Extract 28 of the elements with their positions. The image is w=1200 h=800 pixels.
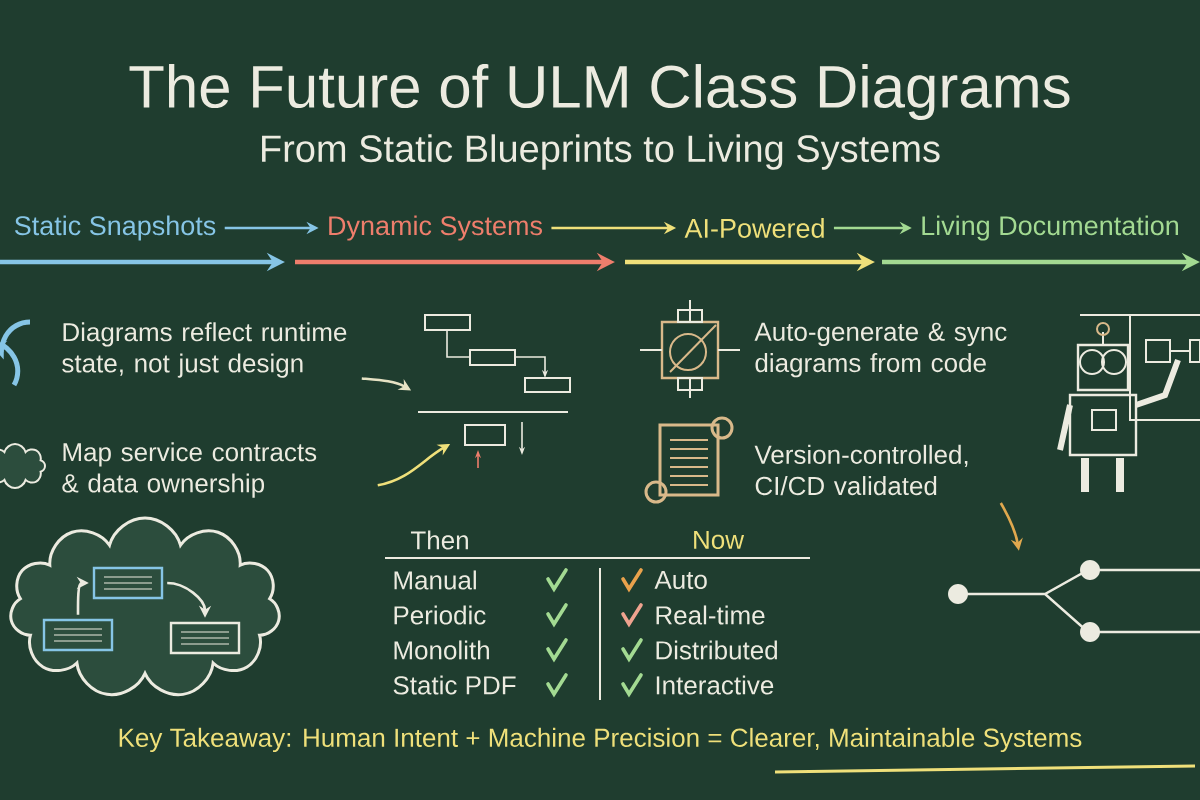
table-text: Periodic bbox=[394, 605, 486, 625]
title: The Future of ULM Class Diagrams bbox=[129, 64, 1070, 120]
description-text: Map service contracts & data ownership bbox=[62, 442, 317, 498]
description-text: Version-controlled, CI/CD validated bbox=[754, 444, 968, 496]
table-text: Interactive bbox=[656, 675, 774, 695]
table-text: Real-time bbox=[656, 605, 765, 625]
stage-label: Dynamic Systems bbox=[329, 215, 542, 241]
column-heading: Now bbox=[694, 530, 745, 550]
branch-drawing bbox=[948, 560, 1200, 642]
description-text: Auto-generate & sync diagrams from code bbox=[754, 322, 1007, 378]
class-box bbox=[92, 566, 164, 600]
cloud-drawing bbox=[9, 516, 281, 697]
class-box bbox=[42, 618, 114, 652]
table-text: Auto bbox=[654, 570, 707, 590]
table-text: Manual bbox=[394, 570, 476, 590]
table-text: Monolith bbox=[394, 640, 489, 660]
stage-label: Living Documentation bbox=[922, 215, 1178, 241]
column-heading: Then bbox=[410, 530, 468, 550]
stage-label: Static Snapshots bbox=[14, 215, 216, 241]
subtitle: From Static Blueprints to Living Systems bbox=[262, 134, 940, 170]
table-text: Distributed bbox=[656, 640, 777, 660]
class-diagram-drawing bbox=[424, 314, 571, 393]
description-text: Diagrams reflect runtime state, not just design bbox=[62, 322, 347, 378]
stage-label: AI-Powered bbox=[684, 218, 824, 238]
table-text: Static PDF bbox=[393, 675, 516, 695]
takeaway-text: Key Takeaway: Human Intent + Machine Precision = Clearer, Maintainable Systems bbox=[119, 727, 1082, 753]
class-diagram-drawing bbox=[464, 421, 526, 469]
class-box bbox=[169, 621, 241, 655]
